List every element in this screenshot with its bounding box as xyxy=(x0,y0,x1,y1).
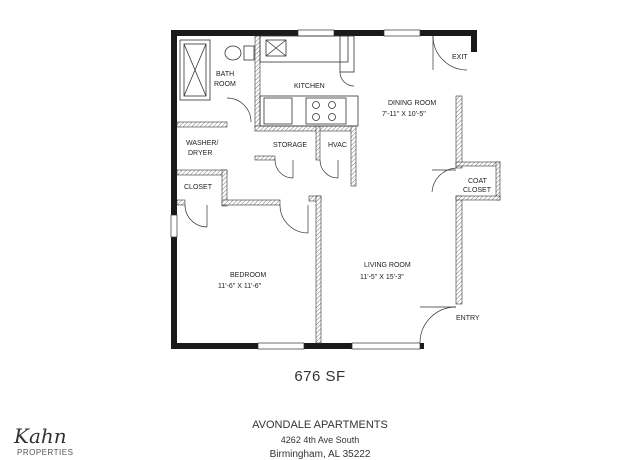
room-labels: BATH ROOM KITCHEN DINING ROOM 7'-11" X 1… xyxy=(184,54,492,322)
square-footage: 676 SF xyxy=(294,368,346,385)
sink-icon xyxy=(243,45,255,61)
toilet-icon xyxy=(224,45,242,61)
bedroom-dims: 11'-6" X 11'-6" xyxy=(218,283,262,290)
kitchen xyxy=(259,35,359,127)
wall-right-top xyxy=(471,30,477,52)
bedroom-top-wall xyxy=(221,199,281,206)
kitchen-upper-counter xyxy=(259,35,349,63)
floor-plan: BATH ROOM KITCHEN DINING ROOM 7'-11" X 1… xyxy=(170,29,501,350)
window-kitchen xyxy=(297,29,335,37)
storage-divider xyxy=(315,125,321,161)
burner-icon xyxy=(312,113,320,121)
exit-label: EXIT xyxy=(452,54,468,61)
coat-door-swing xyxy=(431,167,457,193)
exit-door-swing xyxy=(432,35,468,71)
storage-door-swing xyxy=(274,159,294,179)
living-label: LIVING ROOM xyxy=(364,262,411,269)
wall-left xyxy=(171,30,177,349)
kahn-logo: Kahn PROPERTIES xyxy=(8,424,78,460)
entry-label: ENTRY xyxy=(456,315,480,322)
storage-bottom-wall xyxy=(254,155,276,161)
bath-label-1: BATH xyxy=(216,71,234,78)
bath-bottom-wall xyxy=(176,121,228,128)
logo-name: Kahn xyxy=(14,424,67,448)
kitchen-label: KITCHEN xyxy=(294,83,325,90)
dining-dims: 7'-11" X 10'-5" xyxy=(382,111,426,118)
stove xyxy=(305,97,347,125)
bathroom xyxy=(179,39,255,101)
bath-label-2: ROOM xyxy=(214,81,236,88)
burner-icon xyxy=(312,101,320,109)
wall-right-upper xyxy=(455,95,463,169)
washer-label-1: WASHER/ xyxy=(186,140,218,147)
entry-door-swing xyxy=(419,306,457,344)
dining-label: DINING ROOM xyxy=(388,100,436,107)
kitchen-lower-counter xyxy=(259,95,359,127)
closet-door-swing xyxy=(184,204,208,228)
window-bedroom xyxy=(257,342,305,350)
bathtub-inner xyxy=(183,43,207,97)
window-bedroom-side xyxy=(170,214,178,238)
closet-bottom-wall-left xyxy=(176,199,186,206)
bedroom-door-swing xyxy=(279,204,309,234)
street-address: 4262 4th Ave South xyxy=(280,435,360,445)
hvac-door-swing xyxy=(319,159,339,179)
bath-wall xyxy=(254,35,261,129)
city-address: Birmingham, AL 35222 xyxy=(269,449,371,460)
wall-right-lower xyxy=(455,195,463,305)
coat-closet-right xyxy=(495,161,501,201)
window-living xyxy=(351,342,421,350)
burner-icon xyxy=(328,113,336,121)
fridge xyxy=(339,35,355,73)
bathtub xyxy=(179,39,211,101)
fridge-door-swing xyxy=(339,71,355,87)
kitchen-sink xyxy=(265,39,287,57)
storage-label: STORAGE xyxy=(273,142,307,149)
bath-door-swing xyxy=(226,97,252,123)
kitchen-lower-sink xyxy=(263,97,293,125)
closet-label: CLOSET xyxy=(184,184,213,191)
storage-top-wall xyxy=(254,125,356,132)
interior-walls xyxy=(176,35,501,344)
windows xyxy=(170,29,421,350)
coat-closet-bottom xyxy=(455,195,501,201)
coat-closet-top xyxy=(455,161,501,167)
closet-right-wall xyxy=(221,169,228,207)
window-dining xyxy=(383,29,421,37)
hvac-label: HVAC xyxy=(328,142,347,149)
doors xyxy=(184,35,468,344)
living-dims: 11'-5" X 15'-3" xyxy=(360,274,404,281)
bedroom-label: BEDROOM xyxy=(230,272,266,279)
coat-closet-label-2: CLOSET xyxy=(463,187,492,194)
washer-label-2: DRYER xyxy=(188,150,212,157)
washer-bottom-wall xyxy=(176,169,228,176)
burner-icon xyxy=(328,101,336,109)
hvac-right-wall xyxy=(350,125,357,187)
property-name: AVONDALE APARTMENTS xyxy=(252,419,388,431)
coat-closet-label-1: COAT xyxy=(468,178,488,185)
logo-subtitle: PROPERTIES xyxy=(17,448,74,457)
bedroom-right-wall xyxy=(315,195,322,344)
